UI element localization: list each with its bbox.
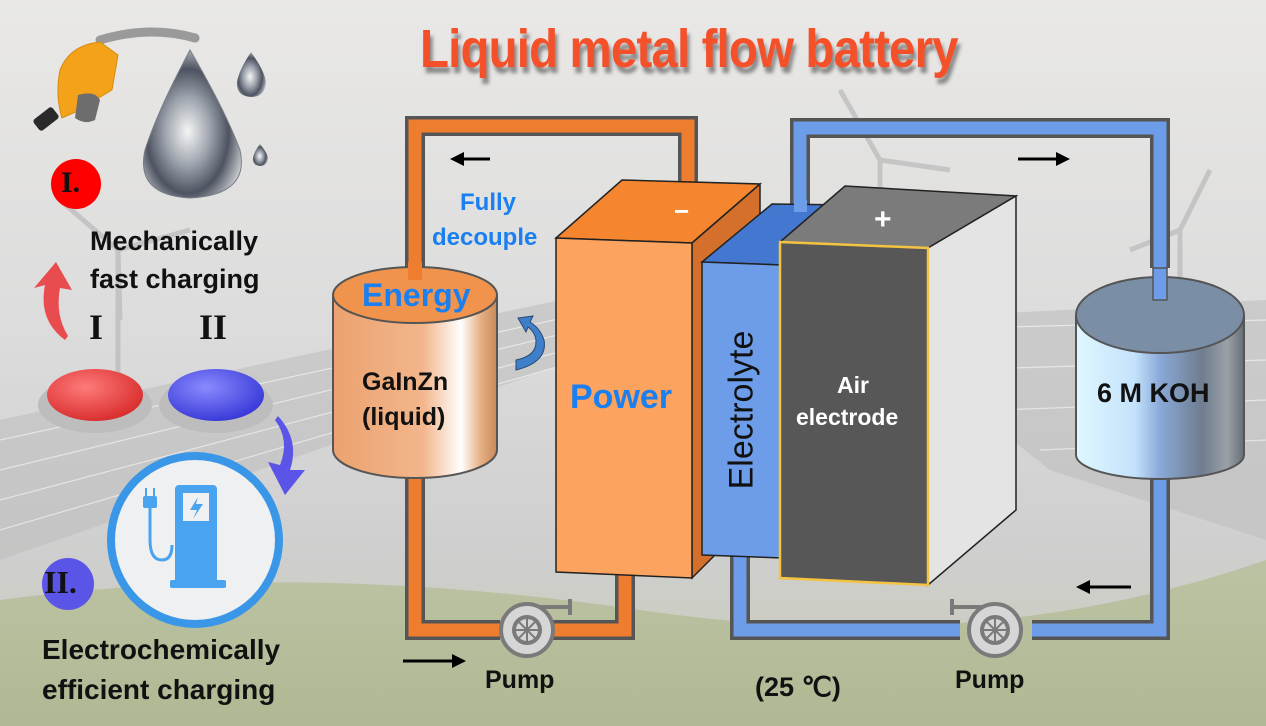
grass (0, 560, 1266, 726)
liquid-metal-drop-icon (143, 48, 242, 199)
button-two-label: II (199, 307, 228, 347)
pump-right-label: Pump (955, 666, 1025, 694)
flow-arrow-left-bottom (1076, 580, 1131, 594)
small-metal-drop-icon (236, 52, 266, 97)
electrolyte-pipe-loop (730, 118, 1170, 640)
koh-tank-label: 6 M KOH (1097, 378, 1210, 408)
mode-two-text-line1: Electrochemically (42, 634, 281, 665)
air-electrode-line1: Air (837, 372, 869, 398)
fully-decouple-line2: decouple (432, 224, 538, 251)
mode-two-text-line2: efficient charging (42, 674, 276, 705)
flow-arrow-right-top (1018, 152, 1070, 166)
flow-arrow-left-top (450, 152, 490, 166)
anode-tank-line1: GaInZn (362, 368, 449, 396)
air-electrode-block (778, 185, 1019, 587)
fuel-nozzle-icon (33, 27, 200, 131)
electrolyte-label: Electrolyte (722, 330, 761, 490)
pump-right-icon (950, 599, 1023, 658)
pump-left-label: Pump (485, 666, 555, 694)
energy-label: Energy (362, 277, 471, 313)
mode-one-text-line1: Mechanically (90, 226, 259, 256)
badge-one-circle (51, 159, 101, 209)
anode-pipe-loop (405, 116, 698, 640)
cycle-arrow-icon (515, 315, 545, 371)
anode-tank-line2: (liquid) (362, 403, 446, 431)
temperature-label: (25 ℃) (755, 672, 841, 702)
power-label: Power (570, 378, 673, 416)
charging-station-icon (107, 452, 283, 628)
mode-one-text-line2: fast charging (90, 264, 260, 294)
up-curved-arrow-icon (34, 262, 72, 340)
flow-arrow-right-bottom (403, 654, 466, 668)
negative-terminal-sign: − (674, 196, 690, 226)
badge-two-circle (42, 558, 94, 610)
button-one-label: I (89, 307, 104, 347)
blue-button-icon (159, 369, 273, 433)
diagram-title: Liquid metal flow battery (420, 19, 959, 79)
air-electrode-line2: electrode (796, 404, 899, 430)
tiny-metal-drop-icon (252, 144, 268, 166)
koh-tank (1075, 267, 1245, 480)
energy-tank (332, 262, 498, 479)
red-button-icon (38, 369, 152, 433)
positive-terminal-sign: + (874, 203, 892, 236)
pump-left-icon (499, 599, 572, 658)
badge-two-label: II. (44, 564, 77, 600)
badge-one-label: I. (61, 166, 81, 199)
fully-decouple-line1: Fully (460, 189, 517, 216)
down-curved-arrow-icon (268, 416, 305, 495)
